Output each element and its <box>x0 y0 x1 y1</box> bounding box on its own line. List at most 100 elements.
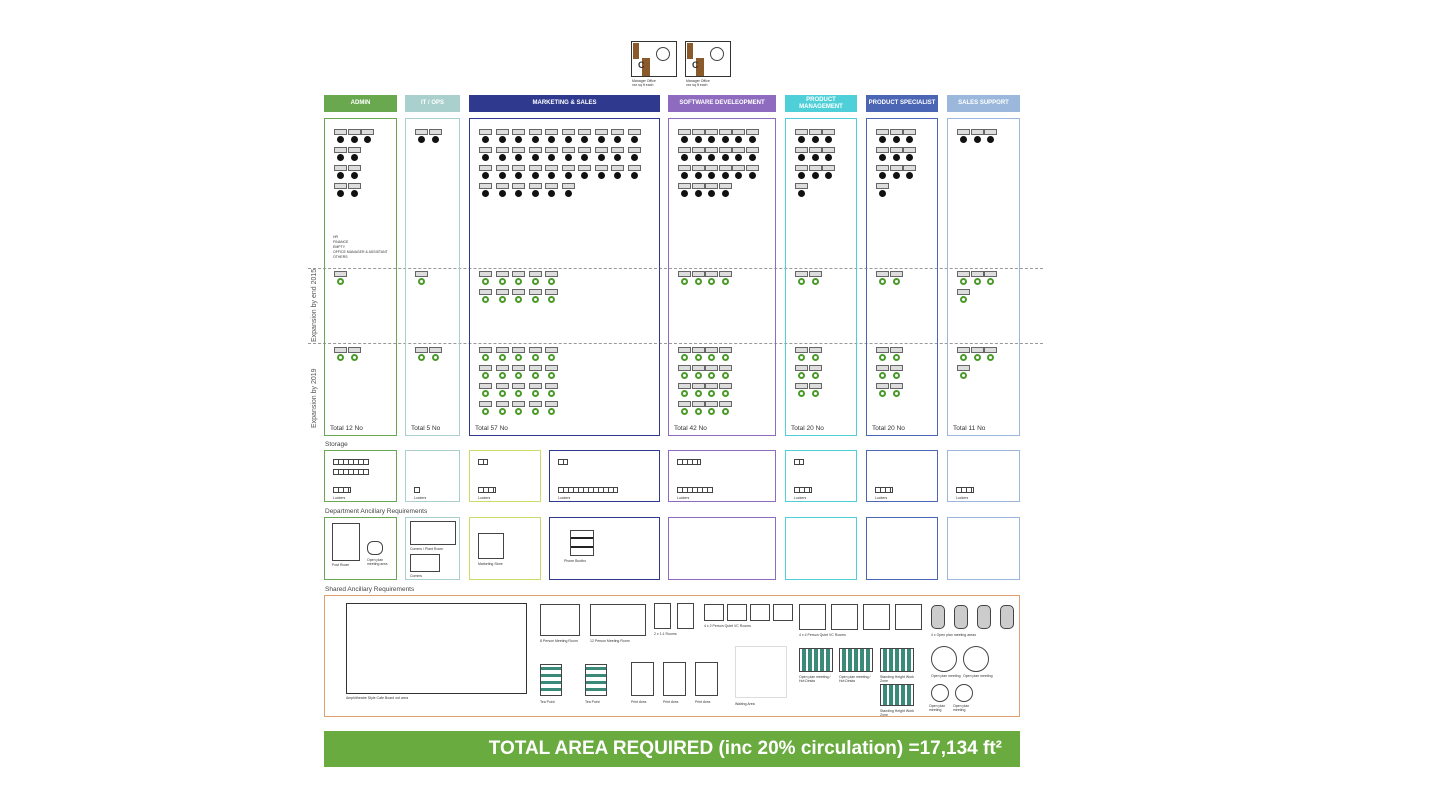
open-meeting-label: Open plan meeting <box>963 674 993 678</box>
office-initials: C <box>638 60 645 70</box>
cafe-area <box>346 603 527 694</box>
desk-table <box>528 289 542 295</box>
desk <box>528 383 542 397</box>
desk-table <box>808 347 822 353</box>
desk-table <box>495 289 509 295</box>
locker-label: Lockers <box>875 496 888 500</box>
locker-row <box>333 487 351 493</box>
vc2-room <box>727 604 747 621</box>
dept-header: PRODUCT MANAGEMENT <box>785 95 857 112</box>
hot-desks <box>839 648 873 672</box>
desk <box>479 383 492 397</box>
chair-icon <box>548 408 555 415</box>
locker-row <box>677 487 713 493</box>
dept-header: ADMIN <box>324 95 397 112</box>
desk-table <box>808 383 822 389</box>
vc2-room <box>704 604 724 621</box>
desk <box>479 271 492 285</box>
desk <box>876 129 889 143</box>
chair-icon <box>482 354 489 361</box>
desk <box>479 147 492 161</box>
desk <box>957 365 970 379</box>
phase-label-2015: Expansion by end 2015 <box>311 268 318 342</box>
openmeet4-label: 4 x Open plan meeting areas <box>931 633 976 637</box>
desk <box>876 365 889 379</box>
desk-table <box>495 165 509 171</box>
dept-zone: Total 57 No <box>469 118 660 436</box>
office-label: Manager Office <box>632 79 656 83</box>
desk-table <box>745 129 759 135</box>
print-area <box>695 662 718 696</box>
desk <box>705 165 718 179</box>
desk-table <box>795 347 808 353</box>
desk-table <box>795 129 808 135</box>
desk-table <box>479 147 492 153</box>
chair-icon <box>879 172 886 179</box>
chair-icon <box>748 136 756 143</box>
desk <box>822 129 835 143</box>
desk <box>678 365 691 379</box>
desk-table <box>594 129 608 135</box>
desk <box>512 165 525 179</box>
desk-table <box>347 165 361 171</box>
desk-table <box>691 183 705 189</box>
chair-icon <box>960 354 967 361</box>
desk-table <box>808 165 822 171</box>
chair-icon <box>431 354 439 361</box>
desk-table <box>718 401 732 407</box>
phase-label-2019: Expansion by 2019 <box>311 368 318 428</box>
desk-table <box>889 383 903 389</box>
desk-table <box>984 347 997 353</box>
desk <box>347 129 361 143</box>
chair-icon <box>987 354 994 361</box>
desk <box>578 147 591 161</box>
desk <box>732 147 745 161</box>
round-table <box>955 684 973 702</box>
desk <box>745 165 759 179</box>
desk-table <box>808 129 822 135</box>
desk <box>528 271 542 285</box>
desk <box>678 183 691 197</box>
desk-table <box>889 165 903 171</box>
desk <box>561 165 575 179</box>
storage-box: Lockers <box>469 450 541 502</box>
dept-zone: Total 42 No <box>668 118 776 436</box>
chair-icon <box>798 372 805 379</box>
desk <box>334 165 347 179</box>
locker-label: Lockers <box>414 496 427 500</box>
locker-label: Lockers <box>478 496 491 500</box>
desk-table <box>718 347 732 353</box>
desk-table <box>415 271 428 277</box>
chair-icon <box>548 190 555 197</box>
office-size: xxx sq ft each <box>686 83 708 87</box>
desk <box>545 165 558 179</box>
desk <box>795 271 808 285</box>
desk <box>495 401 509 415</box>
open-meeting-pod <box>931 605 945 629</box>
desk-table <box>495 365 509 371</box>
desk <box>347 183 361 197</box>
chair-icon <box>694 408 702 415</box>
desk <box>808 383 822 397</box>
chair-icon <box>735 172 742 179</box>
desk <box>808 129 822 143</box>
desk <box>970 129 984 143</box>
desk-table <box>611 147 624 153</box>
admin-note: EMPTY <box>333 245 346 249</box>
desk <box>334 183 347 197</box>
desk-table <box>795 147 808 153</box>
chair-icon <box>748 172 756 179</box>
chair-icon <box>581 136 588 143</box>
desk <box>732 165 745 179</box>
waiting-area <box>735 646 787 698</box>
chair-icon <box>531 172 539 179</box>
dept-total: Total 20 No <box>791 425 824 432</box>
desk <box>745 147 759 161</box>
dept-header: MARKETING & SALES <box>469 95 660 112</box>
desk-table <box>627 147 641 153</box>
desk-table <box>479 365 492 371</box>
chair-icon <box>879 190 886 197</box>
locker-row <box>875 487 893 493</box>
desk-table <box>705 165 718 171</box>
